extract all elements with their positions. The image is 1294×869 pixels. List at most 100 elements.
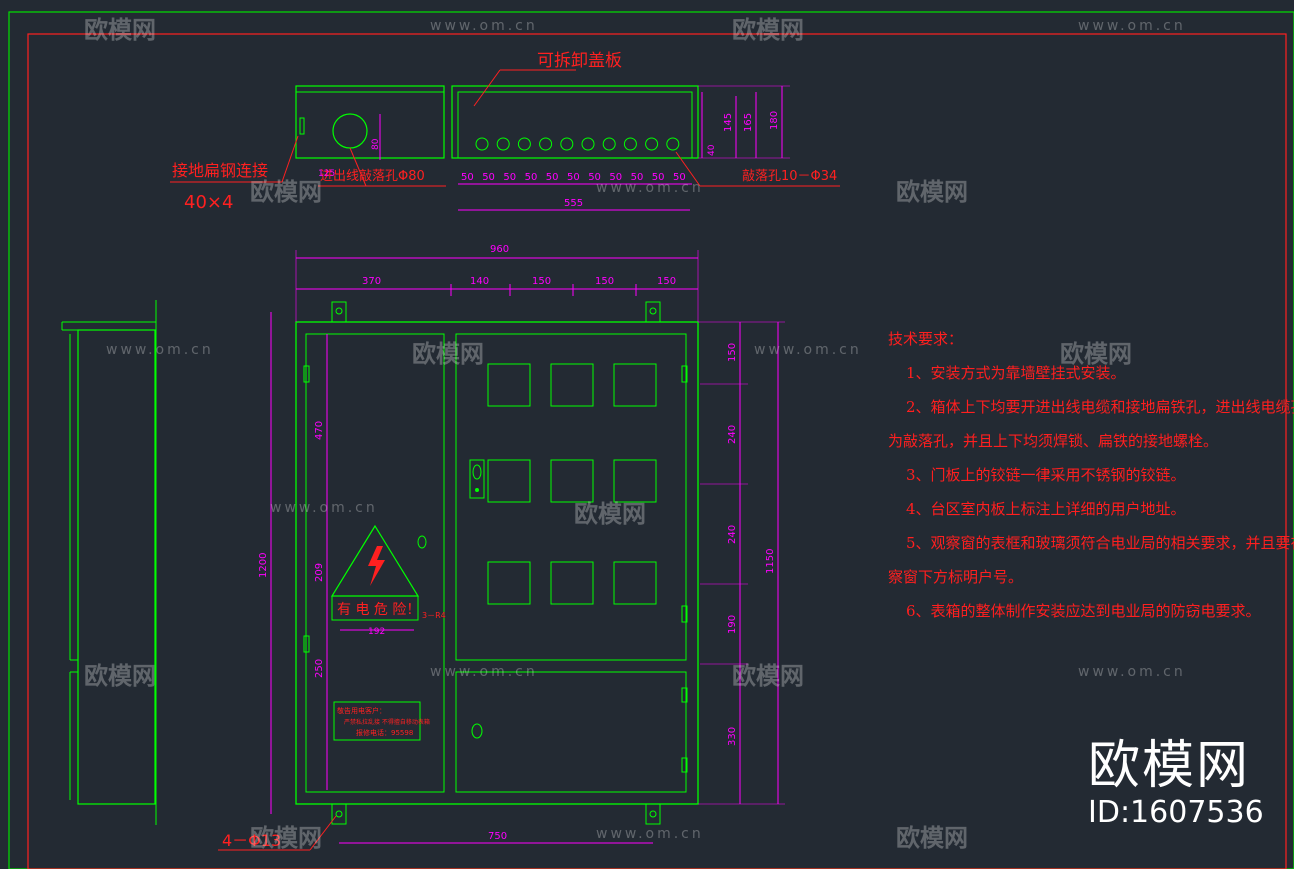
watermark-url: www.om.cn [1078, 18, 1186, 34]
tech-item: 3、门板上的铰链一律采用不锈钢的铰链。 [906, 466, 1186, 484]
dim-50: 50 [588, 172, 601, 183]
watermark-logo: 欧模网 [896, 824, 968, 852]
notice-line3: 报修电话：95598 [356, 728, 413, 737]
meter-window [550, 561, 594, 605]
cable-hole [332, 113, 368, 149]
lug-top-left [331, 301, 347, 323]
knock-leader [675, 151, 701, 187]
bottom-door [455, 671, 687, 793]
watermark-logo: 欧模网 [250, 824, 322, 852]
brand-name: 欧模网 [1088, 736, 1251, 796]
ground-size: 40×4 [184, 192, 233, 213]
meter-window [613, 459, 657, 503]
lock-icon [469, 459, 485, 499]
meter-window [487, 363, 531, 407]
lock-dot [475, 488, 479, 492]
watermark-logo: 欧模网 [412, 340, 484, 368]
dim-140: 140 [470, 276, 489, 287]
tech-item: 5、观察窗的表框和玻璃须符合电业局的相关要求，并且要在观 [906, 534, 1294, 552]
dim-r150: 150 [727, 343, 738, 362]
lock-keyhole [472, 464, 482, 480]
watermark-logo: 欧模网 [896, 178, 968, 206]
dim-50: 50 [652, 172, 665, 183]
lug-hole [649, 810, 657, 818]
cover-label: 可拆卸盖板 [537, 51, 622, 71]
dim-50: 50 [609, 172, 622, 183]
meter-window [613, 561, 657, 605]
top-view: 可拆卸盖板 接地扁钢连接 40×4 进出线敲落孔Φ80 敲落孔10－Φ34 80… [170, 51, 840, 213]
meter-door [455, 333, 687, 661]
cover-plate [457, 91, 693, 159]
hole-label: 进出线敲落孔Φ80 [320, 168, 425, 184]
danger-note: 3－R4 [422, 611, 446, 620]
watermark-logo: 欧模网 [250, 178, 322, 206]
dim-209: 209 [314, 563, 325, 582]
knock-hole-icon [645, 137, 659, 151]
dim-1150: 1150 [765, 549, 776, 574]
watermark-url: www.om.cn [430, 18, 538, 34]
dim-1200: 1200 [258, 553, 269, 578]
mount-hole-label: 4－Φ13 [222, 831, 281, 850]
dim-50: 50 [461, 172, 474, 183]
dim-370: 370 [362, 276, 381, 287]
cover-leader [473, 69, 501, 107]
watermark-logo: 欧模网 [1060, 340, 1132, 368]
dim-470: 470 [314, 421, 325, 440]
dim-150c: 150 [657, 276, 676, 287]
hinge [681, 687, 688, 703]
hinge [681, 365, 688, 383]
watermark-url: www.om.cn [270, 500, 378, 516]
dim-125: 125 [318, 169, 335, 179]
watermark-url: www.om.cn [596, 826, 704, 842]
tech-item: 察窗下方标明户号。 [888, 568, 1024, 586]
knock-hole-icon [517, 137, 531, 151]
lock-keyhole [471, 723, 483, 739]
ground-tab [299, 117, 305, 135]
lightning-icon [368, 546, 385, 586]
dim-r330: 330 [727, 727, 738, 746]
tech-requirements: 技术要求： 1、安装方式为靠墙壁挂式安装。 2、箱体上下均要开进出线电缆和接地扁… [888, 322, 1294, 628]
meter-window [487, 561, 531, 605]
dim-50: 50 [546, 172, 559, 183]
watermark-url: www.om.cn [106, 342, 214, 358]
dim-50: 50 [525, 172, 538, 183]
meter-window [550, 363, 594, 407]
knock-holes [475, 137, 680, 151]
dim-50: 50 [673, 172, 686, 183]
hinge [303, 365, 310, 383]
meter-window [487, 459, 531, 503]
knock-label: 敲落孔10－Φ34 [742, 168, 837, 184]
watermark-logo: 欧模网 [574, 500, 646, 528]
lug-bottom-left [331, 803, 347, 825]
top-left-box [295, 85, 445, 159]
knock-hole-icon [623, 137, 637, 151]
dim-50: 50 [631, 172, 644, 183]
watermark-logo: 欧模网 [732, 16, 804, 44]
lock-keyhole [417, 535, 427, 549]
notice-line2: 严禁私拉乱接 不得擅自移动表箱 [344, 718, 430, 726]
dim-192: 192 [368, 627, 385, 637]
top-right-box [451, 85, 699, 159]
hinge [681, 605, 688, 623]
tech-title: 技术要求： [888, 330, 964, 348]
lug-hole [335, 307, 343, 315]
dim-50: 50 [567, 172, 580, 183]
brand-block: 欧模网 ID:1607536 [1088, 736, 1264, 830]
tech-item: 4、台区室内板上标注上详细的用户地址。 [906, 500, 1186, 518]
knock-hole-icon [560, 137, 574, 151]
watermark-logo: 欧模网 [84, 16, 156, 44]
lug-top-right [645, 301, 661, 323]
lug-hole [649, 307, 657, 315]
danger-label-box [331, 595, 419, 621]
dim-r240a: 240 [727, 425, 738, 444]
tech-item: 6、表箱的整体制作安装应达到电业局的防窃电要求。 [906, 602, 1261, 620]
dim-180: 180 [769, 111, 780, 130]
dim-r240b: 240 [727, 525, 738, 544]
inner-frame [27, 33, 1287, 869]
watermark-logo: 欧模网 [732, 662, 804, 690]
hinge [303, 635, 310, 653]
dim-50: 50 [482, 172, 495, 183]
dim-145: 145 [723, 113, 734, 132]
ground-label: 接地扁钢连接 [172, 161, 268, 180]
